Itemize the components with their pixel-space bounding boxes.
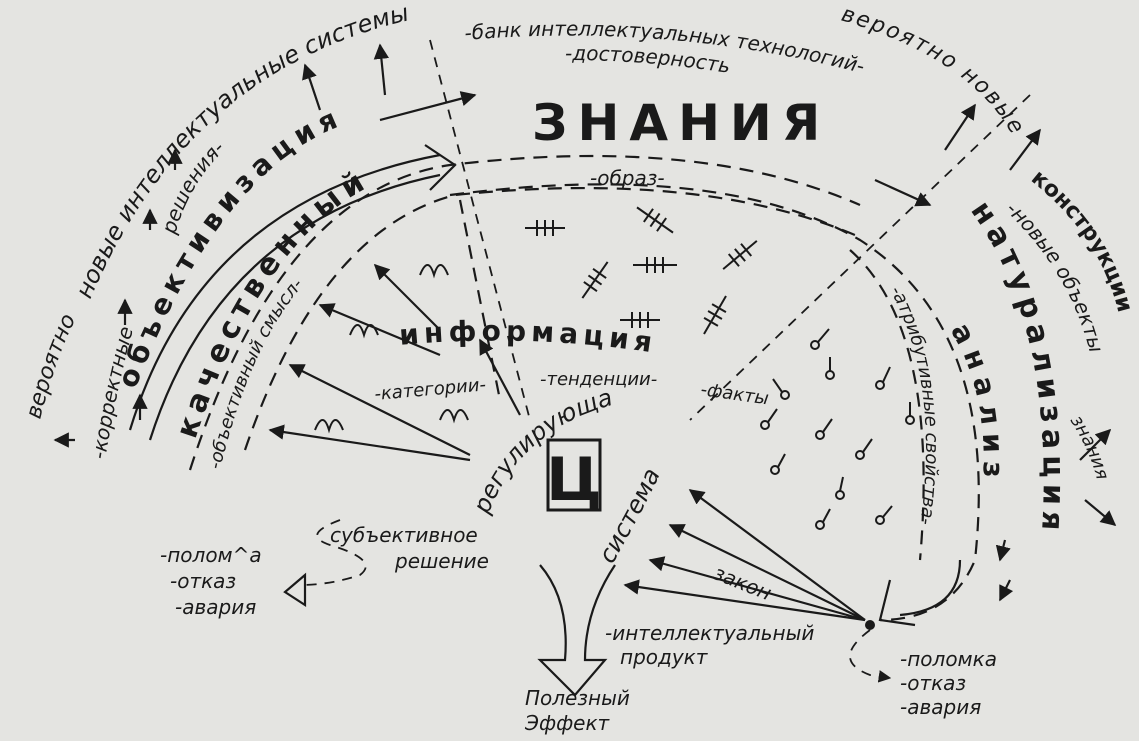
failure-right-1: -поломка	[900, 647, 997, 671]
label-knowledge-small: знания	[1066, 411, 1113, 482]
label-tendencies: -тенденции-	[540, 369, 657, 390]
right-short-arrows	[874, 103, 1117, 602]
label-system: система	[593, 464, 666, 568]
dashed-arcs	[188, 39, 1031, 622]
label-correct: -корректные	[86, 324, 138, 461]
left-rays	[268, 43, 521, 462]
label-intellectual-systems: новые интеллектуальные системы	[70, 0, 412, 302]
label-categories: -категории-	[374, 374, 487, 405]
label-analysis: анализ	[944, 317, 1010, 486]
useful-effect-arrow	[537, 564, 616, 697]
label-image: -образ-	[590, 166, 665, 190]
failure-right-2: -отказ	[900, 671, 966, 695]
failure-left-1: -полом^а	[160, 543, 262, 567]
label-probably-new-right: вероятно новые	[838, 2, 1029, 140]
label-attributive: -атрибутивные свойства-	[886, 282, 942, 526]
pin-symbols	[760, 328, 915, 530]
scattered-symbols	[314, 206, 758, 434]
subjective-arrow	[283, 519, 367, 608]
center-symbol-text: Ц	[546, 445, 602, 515]
qualitative-arrow	[128, 144, 457, 441]
right-rays	[623, 489, 892, 683]
label-useful-effect-1: Полезный	[525, 686, 630, 710]
label-intellectual-product-1: -интеллектуальный	[605, 621, 814, 645]
label-intellectual-product-2: продукт	[620, 645, 709, 669]
left-short-arrows	[53, 148, 183, 448]
label-facts: -факты	[699, 379, 770, 409]
right-arc-arrow	[878, 559, 962, 627]
failure-left-2: -отказ	[170, 569, 236, 593]
label-knowledge: ЗНАНИЯ	[532, 94, 830, 152]
failure-right-3: -авария	[900, 695, 981, 719]
center-symbol: Ц	[546, 438, 602, 515]
label-probably-new-left: вероятно	[22, 310, 82, 421]
failure-left-3: -авария	[175, 595, 256, 619]
label-subjective-1: субъективное	[330, 523, 478, 547]
label-useful-effect-2: Эффект	[524, 711, 611, 735]
label-subjective-2: решение	[394, 549, 489, 573]
